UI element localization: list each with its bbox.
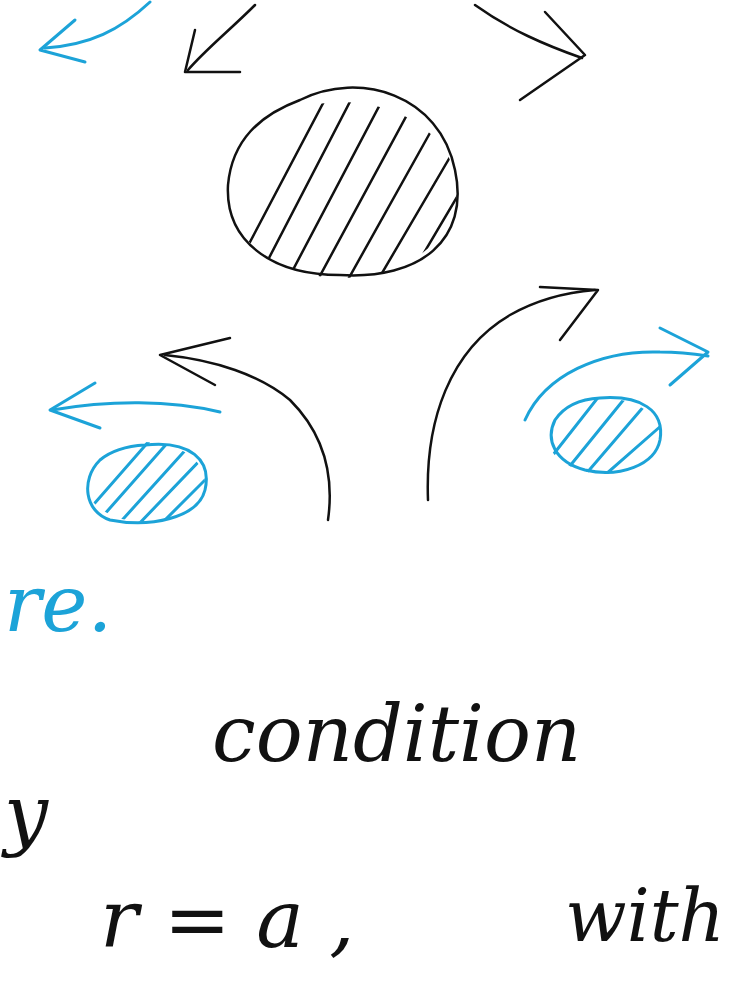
boundary-equation: r = a ,: [100, 880, 355, 960]
note-word: condition: [212, 695, 581, 773]
hatched-body: [228, 88, 470, 285]
note-word: with: [565, 880, 725, 952]
note-fragment: y: [4, 775, 48, 853]
note-fragment: re.: [4, 565, 112, 643]
particle-arrows: [40, 2, 708, 528]
flow-arrows: [160, 5, 598, 520]
